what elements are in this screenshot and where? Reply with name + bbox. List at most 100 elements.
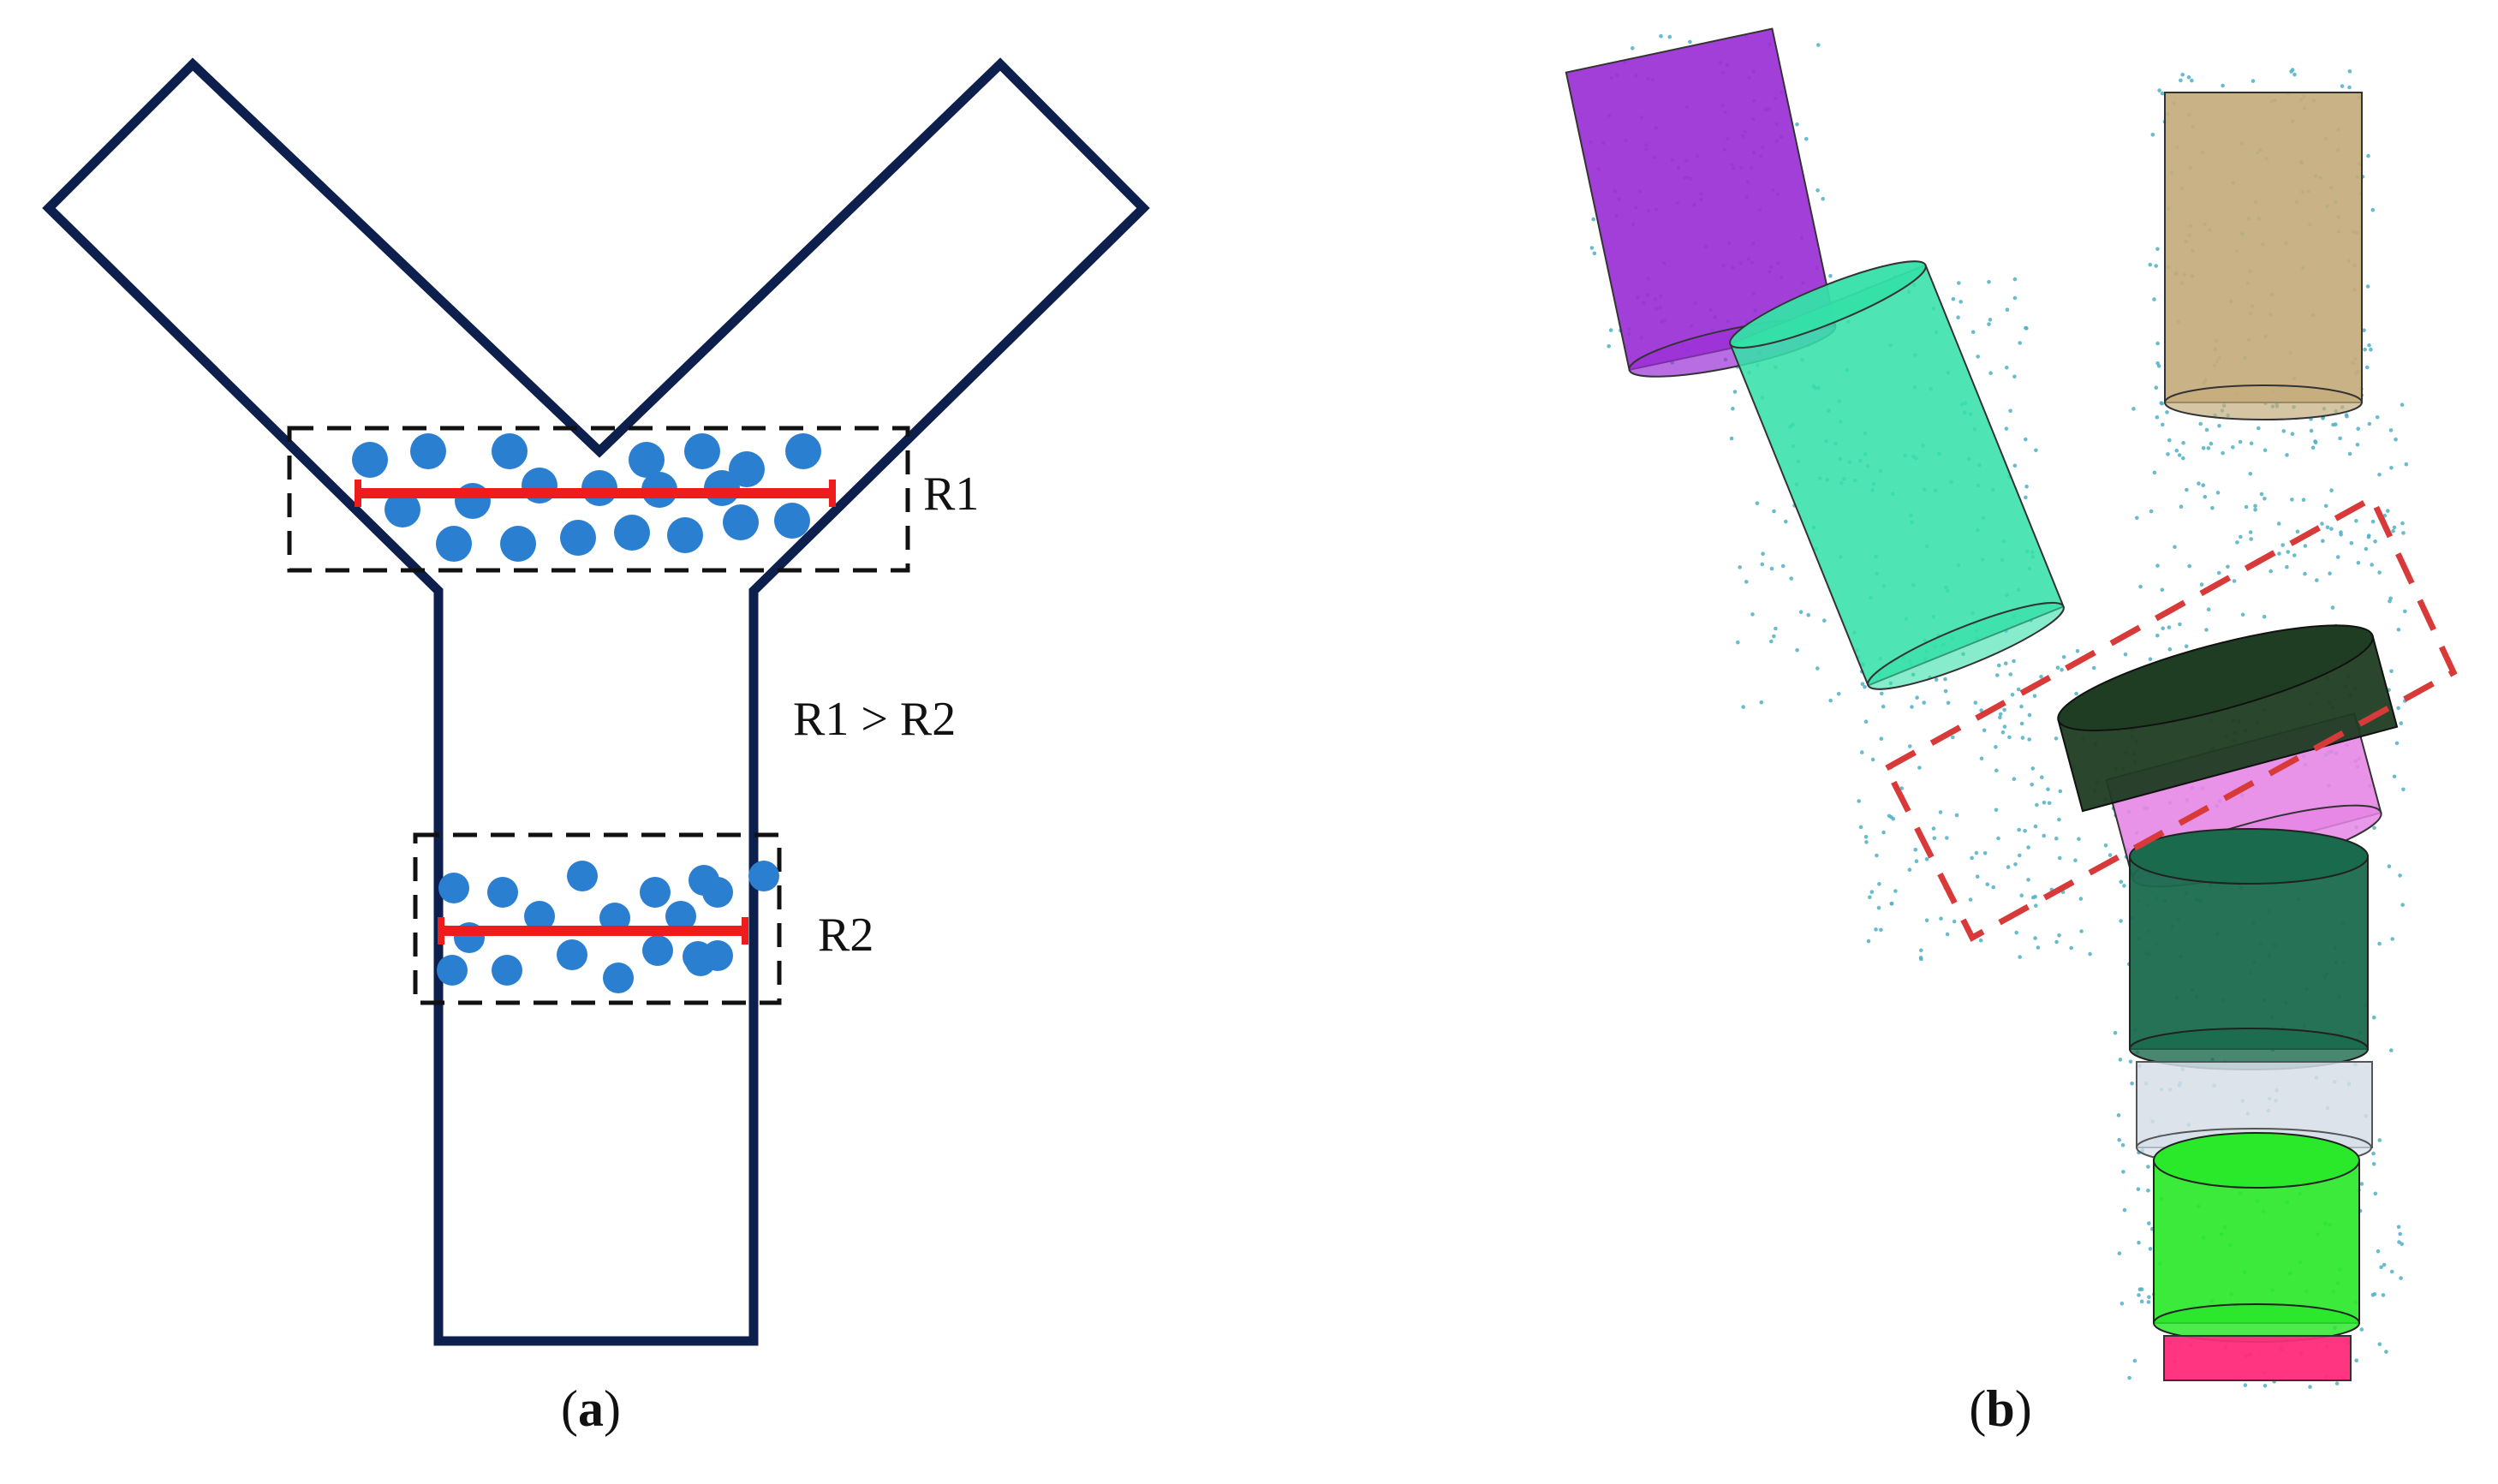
point xyxy=(2024,325,2028,331)
point xyxy=(2295,529,2300,534)
particle xyxy=(729,451,765,487)
point xyxy=(2148,262,2153,267)
point xyxy=(1667,34,1672,39)
point xyxy=(1591,217,1595,222)
point xyxy=(2036,945,2041,950)
point xyxy=(1780,563,1786,569)
point xyxy=(2149,509,2154,514)
point xyxy=(1919,948,1923,953)
point xyxy=(2074,691,2078,696)
point xyxy=(1951,296,1956,301)
point xyxy=(2244,504,2249,510)
point xyxy=(1877,882,1881,886)
particle xyxy=(487,877,518,908)
point xyxy=(1868,895,1872,900)
point xyxy=(2285,564,2289,569)
point xyxy=(2216,570,2221,575)
point xyxy=(1938,810,1943,814)
point xyxy=(2120,1143,2125,1147)
point xyxy=(1789,576,1793,581)
particle xyxy=(437,955,468,986)
point xyxy=(1815,666,1820,670)
point xyxy=(2399,1276,2403,1280)
point xyxy=(1631,46,1635,51)
point xyxy=(1858,825,1863,830)
point xyxy=(2329,488,2334,492)
point xyxy=(2340,84,2345,88)
point xyxy=(1738,565,1742,569)
point xyxy=(2079,929,2084,933)
point xyxy=(2399,721,2404,725)
point xyxy=(1732,390,1738,394)
particle xyxy=(352,442,388,478)
point xyxy=(2403,609,2407,614)
point xyxy=(1998,715,2002,720)
r1-width-bar xyxy=(355,480,836,507)
point xyxy=(1985,882,1990,886)
point xyxy=(2263,497,2267,501)
particle xyxy=(603,963,634,993)
point xyxy=(1988,318,1993,322)
point xyxy=(2148,1247,2153,1251)
point xyxy=(2386,509,2390,513)
label-r2: R2 xyxy=(818,909,873,962)
point xyxy=(1899,786,1904,790)
point xyxy=(2007,735,2012,740)
point xyxy=(2356,426,2360,432)
point xyxy=(1772,634,1776,639)
point xyxy=(2364,546,2369,551)
particle xyxy=(436,526,472,562)
particle xyxy=(629,442,665,478)
r2-width-bar xyxy=(438,917,748,945)
point xyxy=(2232,579,2237,583)
point xyxy=(2389,1048,2394,1052)
point xyxy=(2186,74,2191,80)
point xyxy=(2187,563,2191,569)
point xyxy=(1760,562,1765,567)
point xyxy=(2135,516,2139,521)
point xyxy=(2367,343,2371,348)
point xyxy=(1729,436,1734,441)
point xyxy=(2301,498,2306,502)
point xyxy=(2217,424,2221,428)
point xyxy=(1863,835,1869,839)
point xyxy=(2012,777,2017,781)
point xyxy=(2012,295,2018,301)
point xyxy=(2339,532,2343,537)
point xyxy=(1804,137,1809,141)
point xyxy=(2034,903,2038,908)
point xyxy=(1970,855,1974,861)
point xyxy=(1736,640,1740,645)
point xyxy=(2290,68,2295,72)
point xyxy=(2389,1269,2394,1274)
point xyxy=(2026,878,2030,882)
point xyxy=(2349,540,2354,545)
point xyxy=(1759,700,1764,705)
cylinder-trunk-1 xyxy=(2129,828,2369,1070)
particle xyxy=(492,955,522,986)
point xyxy=(1978,938,1983,943)
point xyxy=(1946,700,1951,706)
point xyxy=(1945,836,1949,840)
particle xyxy=(723,504,759,540)
point xyxy=(2004,661,2008,665)
point xyxy=(2023,828,2027,833)
point xyxy=(2215,491,2221,495)
point xyxy=(2392,525,2397,530)
point xyxy=(2379,1265,2383,1270)
point xyxy=(2160,587,2165,593)
point xyxy=(1836,692,1841,696)
point xyxy=(2181,440,2185,445)
point xyxy=(2391,528,2395,533)
point xyxy=(1769,639,1774,644)
point xyxy=(1932,836,1937,841)
point xyxy=(2024,495,2028,500)
caption-a: (a) xyxy=(561,1380,621,1437)
particle xyxy=(385,492,420,527)
point xyxy=(2308,1385,2312,1389)
point xyxy=(2027,712,2032,718)
point xyxy=(1784,519,1788,524)
point xyxy=(2206,446,2211,450)
point xyxy=(1688,39,1692,45)
point xyxy=(2159,401,2164,406)
